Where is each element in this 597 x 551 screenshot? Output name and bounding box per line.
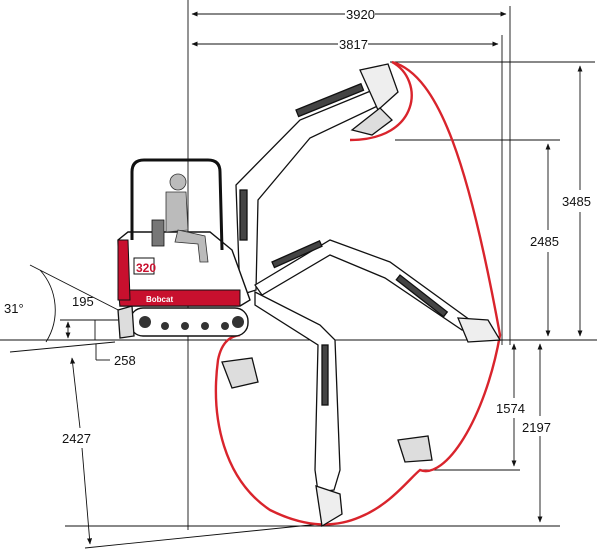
dim-reach-max: 3920	[346, 7, 375, 22]
envelope-dump-curve	[349, 60, 413, 142]
boom-raised	[235, 63, 399, 296]
bucket-right	[397, 435, 433, 463]
dozer-blade	[117, 305, 135, 339]
depth-slant-line	[84, 523, 321, 549]
working-envelope	[214, 60, 502, 526]
dimension-arrows	[39, 11, 583, 545]
dim-wall-depth: 1574	[496, 401, 525, 416]
dim-approach-angle: 31°	[4, 301, 24, 316]
dim-blade-lift: 195	[72, 294, 94, 309]
operator-silhouette	[165, 173, 209, 263]
dim-reach-ground: 3817	[339, 37, 368, 52]
excavator-machine	[117, 158, 251, 339]
boom-lowered	[254, 290, 343, 528]
dim-dig-height: 3485	[562, 194, 591, 209]
model-label: 320	[136, 261, 156, 275]
dim-blade-drop: 258	[114, 353, 136, 368]
boom-extended	[254, 239, 502, 343]
blade-drop-line	[9, 341, 116, 353]
dim-blade-depth: 2427	[62, 431, 91, 446]
dim-dump-height: 2485	[530, 234, 559, 249]
envelope-outer-curve	[214, 60, 502, 526]
cab-frame	[130, 158, 224, 251]
brand-label: Bobcat	[146, 295, 173, 304]
bucket-left	[221, 357, 259, 389]
dim-max-depth: 2197	[522, 420, 551, 435]
red-stripe	[117, 289, 241, 307]
approach-angle-line	[29, 264, 129, 316]
